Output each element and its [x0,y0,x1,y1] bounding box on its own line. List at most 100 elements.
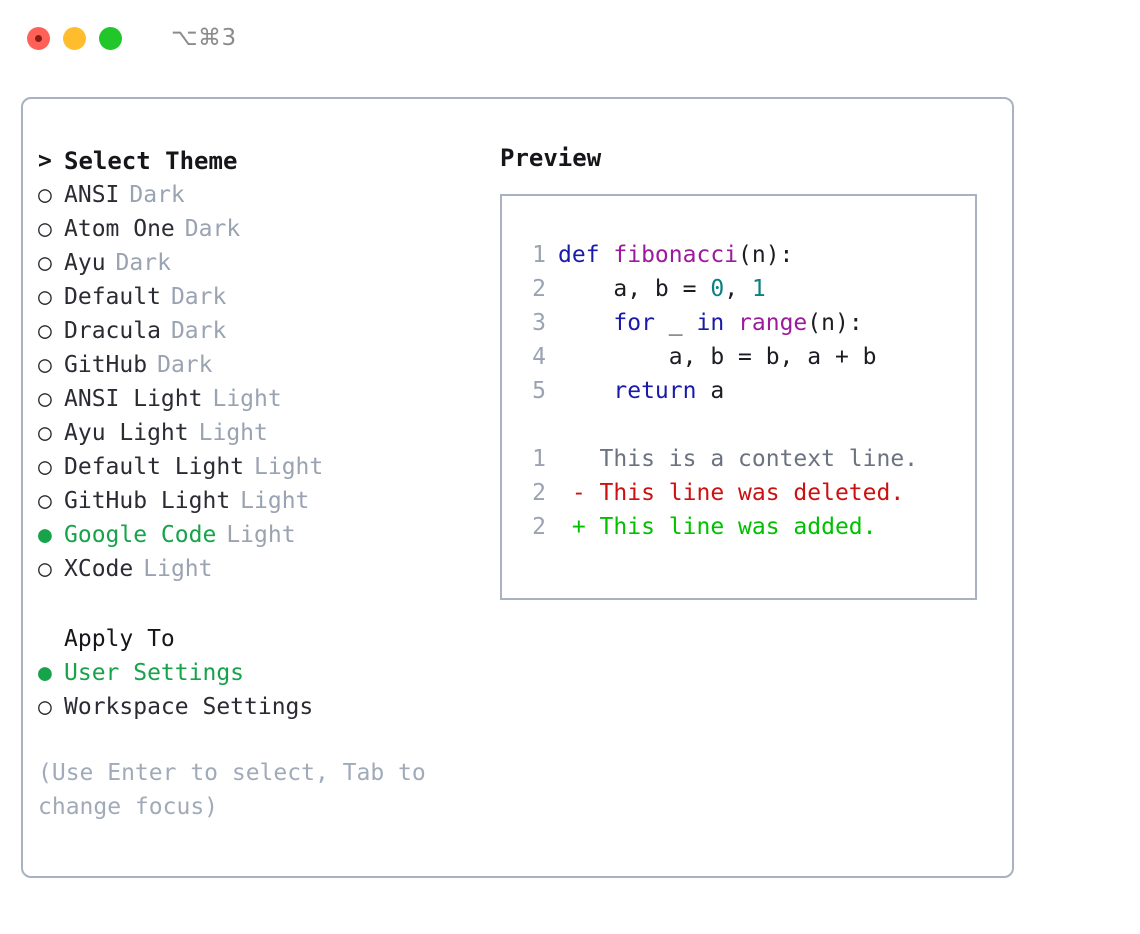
diff-line-content: This is a context line. [558,446,919,472]
select-theme-header: > Select Theme [38,144,488,178]
theme-name-label: Default Light [64,454,245,480]
theme-list-item[interactable]: ○ Default Light Light [38,450,488,484]
code-line-content: a, b = 0, 1 [558,276,766,302]
radio-selected-icon[interactable]: ● [38,660,52,686]
theme-category-label: Light [143,556,213,582]
code-line-content: def fibonacci(n): [558,242,793,268]
code-token: a, b = b, a + b [558,344,877,370]
apply-to-header-label: Apply To [64,626,175,652]
theme-name-label: GitHub [64,352,148,378]
radio-unselected-icon[interactable]: ○ [38,694,52,720]
radio-unselected-icon[interactable]: ○ [38,352,52,378]
theme-list-item[interactable]: ○ XCode Light [38,552,488,586]
theme-category-label: Dark [184,216,241,242]
theme-name-label: XCode [64,556,134,582]
section-spacer [38,586,488,622]
code-token: return [558,378,711,404]
diff-line: 2 + This line was added. [516,510,975,544]
code-token: 1 [751,276,766,302]
close-window-button[interactable] [27,26,50,50]
preview-title: Preview [500,144,602,172]
zoom-window-button[interactable] [99,26,122,50]
theme-category-label: Dark [170,284,227,310]
traffic-lights [27,26,122,50]
theme-category-label: Light [212,386,282,412]
code-line-content: a, b = b, a + b [558,344,877,370]
apply-to-option[interactable]: ○ Workspace Settings [38,690,488,724]
theme-name-label: ANSI Light [64,386,203,412]
code-line: 4 a, b = b, a + b [516,340,975,374]
select-theme-header-label: Select Theme [64,147,238,175]
theme-category-label: Dark [115,250,171,276]
apply-to-option[interactable]: ●User Settings [38,656,488,690]
radio-unselected-icon[interactable]: ○ [38,182,52,208]
theme-list-item[interactable]: ○ GitHub Dark [38,348,488,382]
radio-unselected-icon[interactable]: ○ [38,318,52,344]
theme-name-label: ANSI [64,182,120,208]
code-token: range [738,310,808,336]
code-token: 0 [710,276,725,302]
code-token: fibonacci [613,242,739,268]
theme-list-item[interactable]: ○ Atom One Dark [38,212,488,246]
keyboard-hint-text: (Use Enter to select, Tab to change focu… [38,760,426,820]
prompt-caret-icon: > [38,148,52,174]
theme-name-label: Ayu Light [64,420,189,446]
code-token: def [558,242,614,268]
code-line-number: 5 [532,378,546,404]
code-token: _ [668,310,697,336]
code-line: 5 return a [516,374,975,408]
theme-category-label: Light [198,420,268,446]
diff-line-content: + This line was added. [558,514,877,540]
radio-selected-icon[interactable]: ● [38,522,52,548]
code-token: for [558,310,669,336]
code-diff-spacer [516,408,975,442]
theme-name-label: Atom One [64,216,175,242]
apply-to-header: Apply To [38,622,488,656]
theme-category-label: Dark [170,318,227,344]
radio-unselected-icon[interactable]: ○ [38,488,52,514]
keyboard-shortcut-label: ⌥⌘3 [171,25,237,51]
radio-unselected-icon[interactable]: ○ [38,420,52,446]
code-token: a [710,378,725,404]
radio-unselected-icon[interactable]: ○ [38,454,52,480]
code-line: 3 for _ in range(n): [516,306,975,340]
diff-line-number: 2 [532,480,546,506]
apply-to-option-label: Workspace Settings [64,694,314,720]
minimize-window-button[interactable] [63,26,86,50]
theme-name-label: Default [64,284,161,310]
code-token: in [696,310,739,336]
diff-sample: 1 This is a context line.2 - This line w… [516,442,975,544]
theme-list-item[interactable]: ● Google Code Light [38,518,488,552]
apply-to-list: ●User Settings ○ Workspace Settings [38,656,488,724]
radio-unselected-icon[interactable]: ○ [38,284,52,310]
radio-unselected-icon[interactable]: ○ [38,386,52,412]
theme-list-item[interactable]: ○ Default Dark [38,280,488,314]
theme-category-label: Dark [157,352,213,378]
code-line-number: 4 [532,344,546,370]
theme-name-label: Dracula [64,318,161,344]
radio-unselected-icon[interactable]: ○ [38,250,52,276]
radio-unselected-icon[interactable]: ○ [38,216,52,242]
theme-list-item[interactable]: ○ ANSI Light Light [38,382,488,416]
code-token: (n): [738,242,794,268]
radio-unselected-icon[interactable]: ○ [38,556,52,582]
code-token: , [724,276,752,302]
code-token: (n): [807,310,863,336]
theme-name-label: Google Code [64,522,217,548]
theme-list-item[interactable]: ○ Dracula Dark [38,314,488,348]
theme-list-item[interactable]: ○ Ayu Light Light [38,416,488,450]
theme-name-label: GitHub Light [64,488,231,514]
theme-category-label: Light [254,454,324,480]
theme-category-label: Light [226,522,296,548]
